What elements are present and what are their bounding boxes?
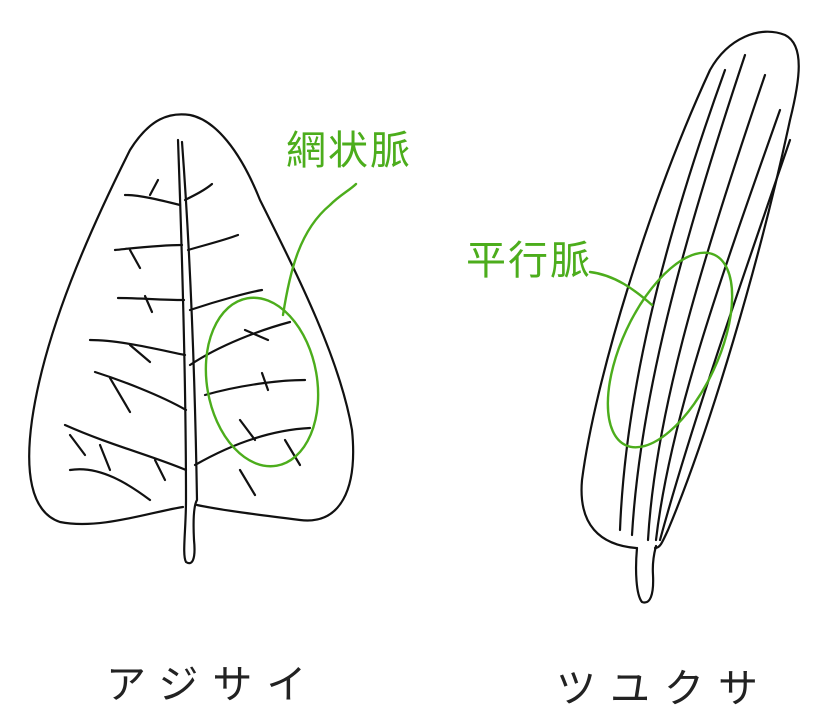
dayflower-leaf-outline — [580, 30, 800, 550]
parallel-vein-label: 平行脈 — [466, 238, 592, 284]
dayflower-leaf — [580, 30, 800, 604]
hydrangea-name: アジサイ — [106, 662, 321, 708]
dayflower-name: ツユクサ — [556, 666, 772, 712]
hydrangea-leaf-outline — [28, 113, 355, 526]
dayflower-stem — [634, 544, 658, 604]
parallel-pointer-line — [588, 270, 654, 307]
dayflower-parallel-veins — [618, 53, 792, 542]
parallel-vein-highlight — [606, 251, 734, 449]
reticulate-vein-highlight — [204, 296, 320, 468]
hydrangea-leaf — [28, 113, 355, 565]
hydrangea-midrib-stem — [176, 138, 199, 565]
annotations — [204, 182, 734, 468]
reticulate-pointer-line — [281, 182, 358, 317]
reticulate-vein-label: 網状脈 — [286, 128, 412, 174]
hydrangea-side-veins — [63, 178, 312, 502]
